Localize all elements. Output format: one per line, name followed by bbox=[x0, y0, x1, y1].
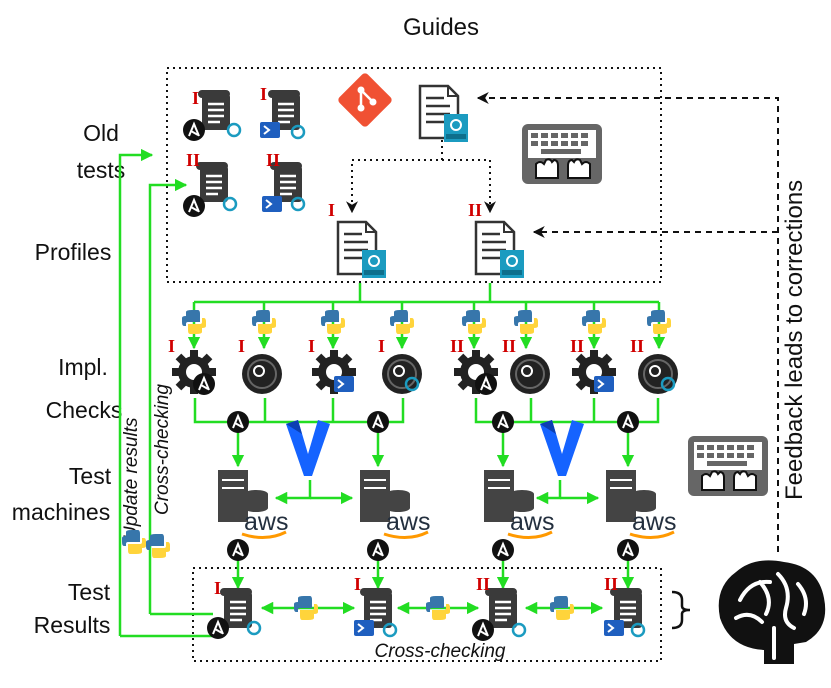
old-tests-label-1: Old bbox=[83, 120, 119, 146]
keyboard-icon-bottom bbox=[687, 435, 769, 497]
aws-server-4: aws bbox=[604, 468, 676, 540]
python-icon bbox=[182, 310, 671, 334]
profile-document-one bbox=[336, 220, 388, 280]
check-round-inspec-4 bbox=[637, 353, 679, 395]
result-ansible-2 bbox=[471, 586, 527, 642]
aws-text-2: aws bbox=[386, 508, 430, 536]
guides-box bbox=[166, 67, 662, 283]
old-test-ansible-2 bbox=[182, 160, 238, 218]
aws-text-1: aws bbox=[244, 508, 288, 536]
check-round-inspec-2 bbox=[381, 353, 423, 395]
roman-two-1: II bbox=[186, 150, 200, 170]
roman-two-check-1: II bbox=[450, 336, 464, 356]
impl-label: Impl. bbox=[58, 354, 108, 380]
aws-server-3: aws bbox=[482, 468, 554, 540]
roman-one-result-1: I bbox=[214, 578, 221, 598]
guides-label: Guides bbox=[403, 14, 479, 41]
roman-two-check-2: II bbox=[502, 336, 516, 356]
result-powershell-2 bbox=[603, 586, 646, 638]
python-icon-left bbox=[122, 530, 170, 558]
git-icon bbox=[338, 73, 392, 127]
roman-two-check-3: II bbox=[570, 336, 584, 356]
result-powershell-1 bbox=[353, 586, 398, 638]
roman-two-2: II bbox=[266, 150, 280, 170]
roman-one-profile: I bbox=[328, 200, 335, 220]
roman-one-2: I bbox=[260, 84, 267, 104]
check-gear-powershell-2 bbox=[572, 350, 616, 394]
aws-server-1: aws bbox=[216, 468, 288, 540]
aws-text-4: aws bbox=[632, 508, 676, 536]
vagrant-icon-1 bbox=[286, 420, 330, 476]
vagrant-icon-2 bbox=[540, 420, 584, 476]
roman-one-1: I bbox=[192, 88, 199, 108]
test-machines-label-1: Test bbox=[69, 463, 112, 489]
aws-server-2: aws bbox=[358, 468, 430, 540]
aws-text-3: aws bbox=[510, 508, 554, 536]
brain-icon bbox=[718, 560, 826, 664]
guide-document-icon bbox=[418, 84, 470, 144]
roman-one-check-3: I bbox=[308, 336, 315, 356]
profile-document-two bbox=[474, 220, 526, 280]
roman-one-result-2: I bbox=[354, 574, 361, 594]
check-round-inspec-1 bbox=[241, 353, 283, 395]
cross-checking-vertical-label: Cross-checking bbox=[152, 384, 173, 515]
roman-one-check-2: I bbox=[238, 336, 245, 356]
feedback-label: Feedback leads to corrections bbox=[781, 180, 808, 500]
check-round-inspec-3 bbox=[509, 353, 551, 395]
update-results-label: Update results bbox=[121, 417, 142, 540]
check-gear-ansible-1 bbox=[172, 350, 216, 396]
roman-one-check-1: I bbox=[168, 336, 175, 356]
test-results-label-1: Test bbox=[68, 579, 111, 605]
check-gear-ansible-2 bbox=[454, 350, 498, 396]
check-gear-powershell-1 bbox=[312, 350, 356, 394]
roman-two-result-1: II bbox=[476, 574, 490, 594]
roman-two-profile: II bbox=[468, 200, 482, 220]
roman-two-check-4: II bbox=[630, 336, 644, 356]
cross-checking-bottom-label: Cross-checking bbox=[375, 641, 506, 662]
keyboard-icon-top bbox=[521, 123, 603, 185]
roman-two-result-2: II bbox=[604, 574, 618, 594]
test-results-label-2: Results bbox=[34, 612, 111, 638]
profiles-label: Profiles bbox=[35, 239, 112, 265]
test-machines-label-2: machines bbox=[12, 499, 110, 525]
green-flow-lines bbox=[118, 148, 666, 638]
old-tests-label-2: tests bbox=[77, 157, 126, 183]
roman-one-check-4: I bbox=[378, 336, 385, 356]
checks-label: Checks bbox=[46, 397, 123, 423]
black-arrows bbox=[346, 92, 779, 630]
